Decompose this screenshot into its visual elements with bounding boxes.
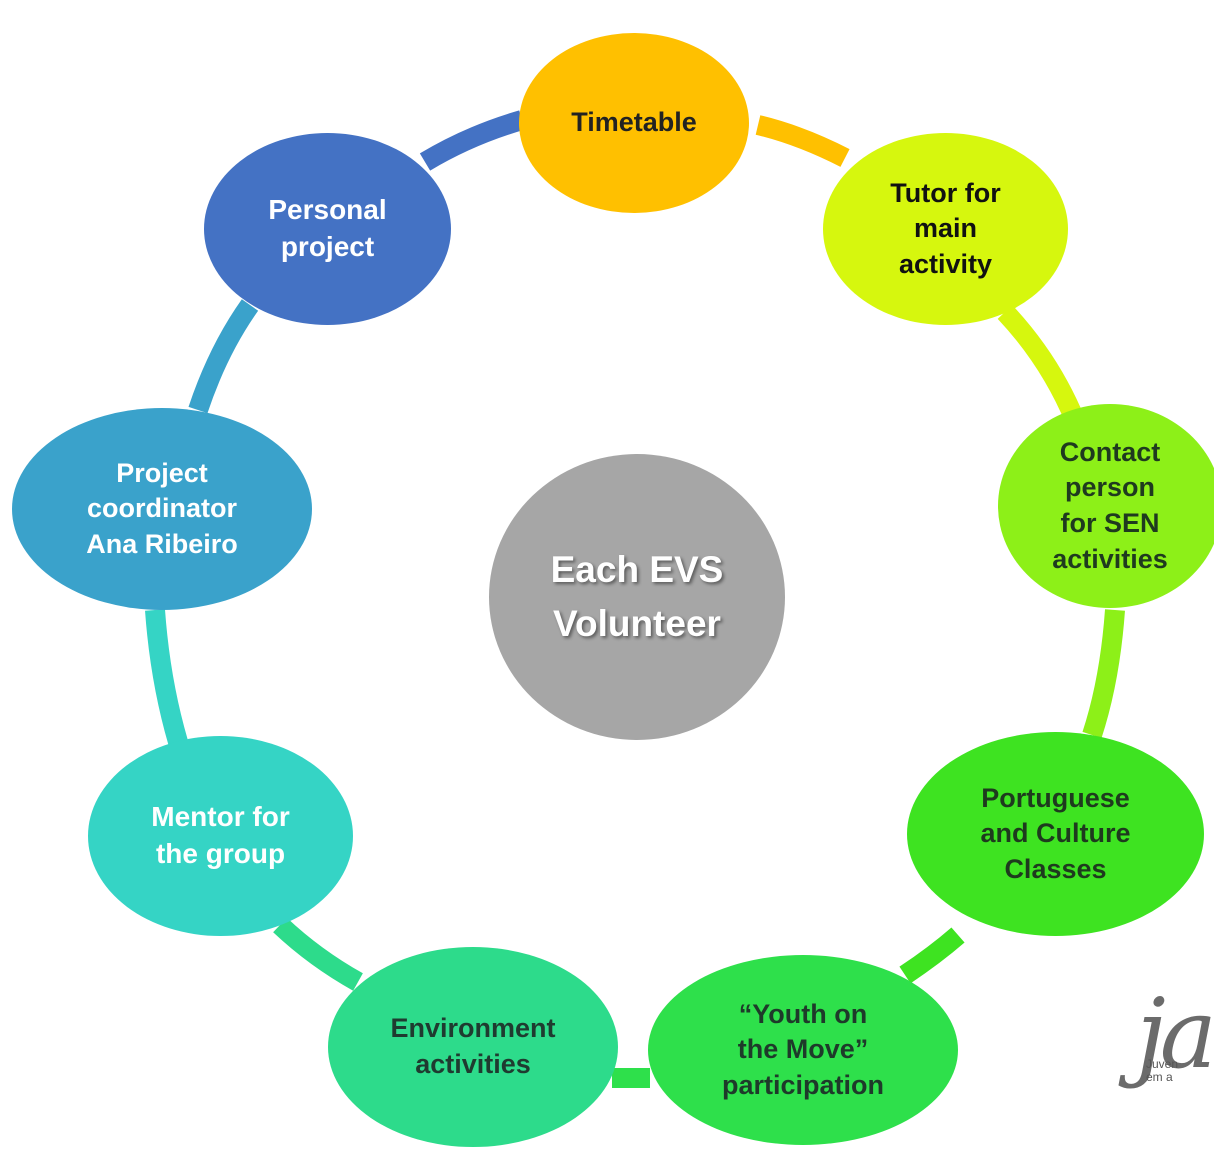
node-project-coordinator: Project coordinator Ana Ribeiro [12, 408, 312, 610]
node-label: Tutor for main activity [890, 177, 1001, 279]
node-contact-person: Contact person for SEN activities [998, 404, 1214, 608]
node-label: Mentor for the group [151, 801, 290, 869]
node-label: Timetable [571, 107, 697, 138]
node-portuguese-classes: Portuguese and Culture Classes [907, 732, 1204, 936]
center-label: Each EVS Volunteer [550, 549, 724, 644]
node-environment-activities: Environment activities [328, 947, 618, 1147]
node-youth-on-the-move: “Youth on the Move” participation [648, 955, 958, 1145]
logo-mark: ja [1136, 978, 1214, 1090]
center-node: Each EVS Volunteer [489, 454, 785, 740]
node-tutor: Tutor for main activity [823, 133, 1068, 325]
node-label: Environment activities [390, 1013, 556, 1079]
node-personal-project: Personal project [204, 133, 451, 325]
node-label: Portuguese and Culture Classes [980, 782, 1131, 884]
logo-tagline: Juven em a [1146, 1057, 1179, 1084]
node-label: Project coordinator Ana Ribeiro [86, 457, 238, 559]
logo: ja Juven em a [1132, 986, 1214, 1096]
node-mentor: Mentor for the group [88, 736, 353, 936]
node-label: Personal project [268, 194, 387, 262]
node-timetable: Timetable [519, 33, 749, 213]
node-label: “Youth on the Move” participation [721, 998, 884, 1100]
node-label: Contact person for SEN activities [1052, 436, 1168, 574]
